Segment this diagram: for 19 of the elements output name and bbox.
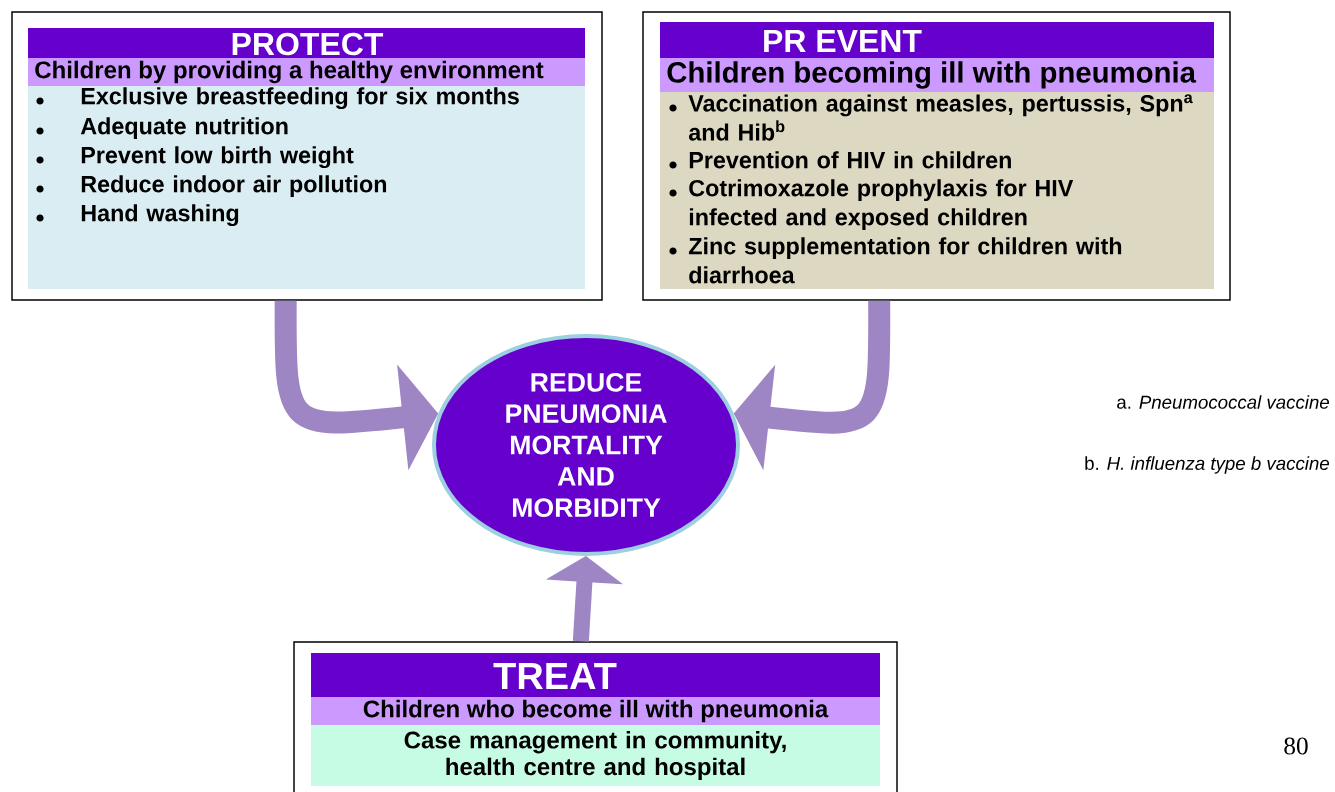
bullet-item: Hand washing <box>36 204 239 227</box>
subheader-band: Children by providing a healthy environment <box>28 58 585 86</box>
footnote: a. Pneumococcal vaccine <box>1117 395 1329 409</box>
bullet-item: Prevent low birth weight <box>36 146 354 169</box>
content-panel: Case management in community, health centre and hospital <box>311 725 880 786</box>
bullet-item: Adequate nutrition <box>36 117 288 139</box>
header-band: PROTECT <box>28 28 585 58</box>
subheader-band: Children who become ill with pneumonia <box>311 697 880 725</box>
page-number: 80 <box>1284 737 1308 755</box>
bullet-item: Zinc supplementation for children with diarrhoea <box>669 237 1122 284</box>
bullet-item: Vaccination against measles, pertussis, Spn$^{a}$ and Hib$^{b}$ <box>669 94 1193 141</box>
header-band: TREAT <box>311 653 880 697</box>
footnote: b. H. influenza type b vaccine <box>1085 456 1329 474</box>
bullet-item: Reduce indoor air pollution <box>36 175 387 197</box>
subheader-band: Children becoming ill with pneumonia <box>660 58 1214 92</box>
header-band: PR EVENT <box>660 22 1214 58</box>
bullet-item: Prevention of HIV in children <box>669 151 1011 169</box>
bullet-item: Exclusive breastfeeding for six months <box>36 87 519 110</box>
bullet-item: Cotrimoxazole prophylaxis for HIV infected and exposed children <box>669 179 1074 230</box>
